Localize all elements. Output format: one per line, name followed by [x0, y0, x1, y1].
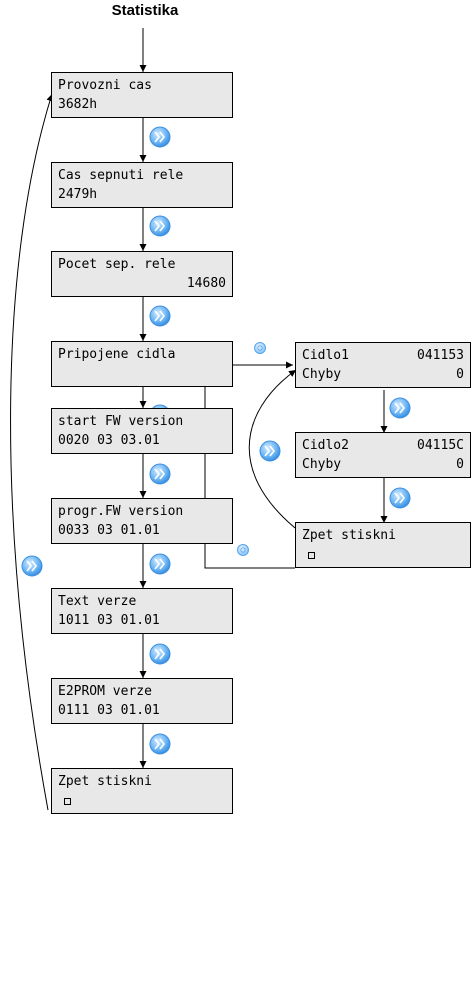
select-button-1 — [254, 342, 266, 354]
box-line1: Pripojene cidla — [58, 347, 176, 362]
box-cas-sepnuti-rele: Cas sepnuti rele 2479h — [51, 162, 233, 208]
box-cidlo1: Cidlo1 041153 Chyby 0 — [295, 342, 471, 388]
box-line1: Pocet sep. rele — [58, 257, 176, 272]
arrow-zpet-loop-to-cidlo1 — [248, 369, 319, 546]
next-button-11 — [259, 440, 281, 462]
box-line1: Zpet stiskni — [302, 528, 396, 543]
arrow-zpet-loop-to-provozni — [10, 93, 54, 811]
next-button-3 — [149, 305, 171, 327]
box-line2: 14680 — [186, 276, 226, 291]
cursor-square-icon — [64, 798, 71, 805]
next-button-1 — [149, 126, 171, 148]
box-line2: 3682h — [58, 97, 98, 112]
next-buttons — [21, 126, 411, 755]
box-start-fw-version: start FW version 0020 03 03.01 — [51, 408, 233, 454]
cidlo1-name: Cidlo1 — [302, 348, 349, 363]
cidlo1-label: Chyby — [302, 367, 342, 382]
box-line2: 2479h — [58, 187, 98, 202]
box-line2: 0033 03 01.01 — [58, 523, 160, 538]
box-line1: Cas sepnuti rele — [58, 168, 184, 183]
box-pocet-sep-rele: Pocet sep. rele 14680 — [51, 251, 233, 297]
cidlo2-label: Chyby — [302, 457, 342, 472]
box-line1: start FW version — [58, 414, 184, 429]
box-cidlo2: Cidlo2 04115C Chyby 0 — [295, 432, 471, 478]
next-button-6 — [149, 553, 171, 575]
cidlo2-name: Cidlo2 — [302, 438, 349, 453]
next-button-10 — [389, 487, 411, 509]
next-button-12 — [21, 555, 43, 577]
box-zpet-stiskni-right: Zpet stiskni — [295, 522, 471, 568]
cidlo2-value: 0 — [456, 457, 464, 472]
box-line1: progr.FW version — [58, 504, 184, 519]
box-line1: Zpet stiskni — [58, 774, 152, 789]
box-line1: Provozni cas — [58, 78, 152, 93]
box-line2: 0020 03 03.01 — [58, 433, 160, 448]
box-e2prom-verze: E2PROM verze 0111 03 01.01 — [51, 678, 233, 724]
box-line2: 1011 03 01.01 — [58, 613, 160, 628]
box-text-verze: Text verze 1011 03 01.01 — [51, 588, 233, 634]
box-line2: 0111 03 01.01 — [58, 703, 160, 718]
next-button-5 — [149, 463, 171, 485]
box-line1: E2PROM verze — [58, 684, 152, 699]
cursor-square-icon — [308, 552, 315, 559]
next-button-9 — [389, 397, 411, 419]
next-button-7 — [149, 643, 171, 665]
cidlo2-id: 04115C — [417, 438, 464, 453]
diagram-title: Statistika — [111, 2, 179, 19]
select-button-2 — [237, 544, 249, 556]
box-line1: Text verze — [58, 594, 137, 609]
next-button-8 — [149, 733, 171, 755]
next-button-2 — [149, 215, 171, 237]
cidlo1-id: 041153 — [417, 348, 464, 363]
box-progr-fw-version: progr.FW version 0033 03 01.01 — [51, 498, 233, 544]
box-pripojene-cidla: Pripojene cidla — [51, 341, 233, 387]
box-provozni-cas: Provozni cas 3682h — [51, 72, 233, 118]
select-buttons — [237, 342, 266, 556]
cidlo1-value: 0 — [456, 367, 464, 382]
box-zpet-stiskni-bottom: Zpet stiskni — [51, 768, 233, 814]
